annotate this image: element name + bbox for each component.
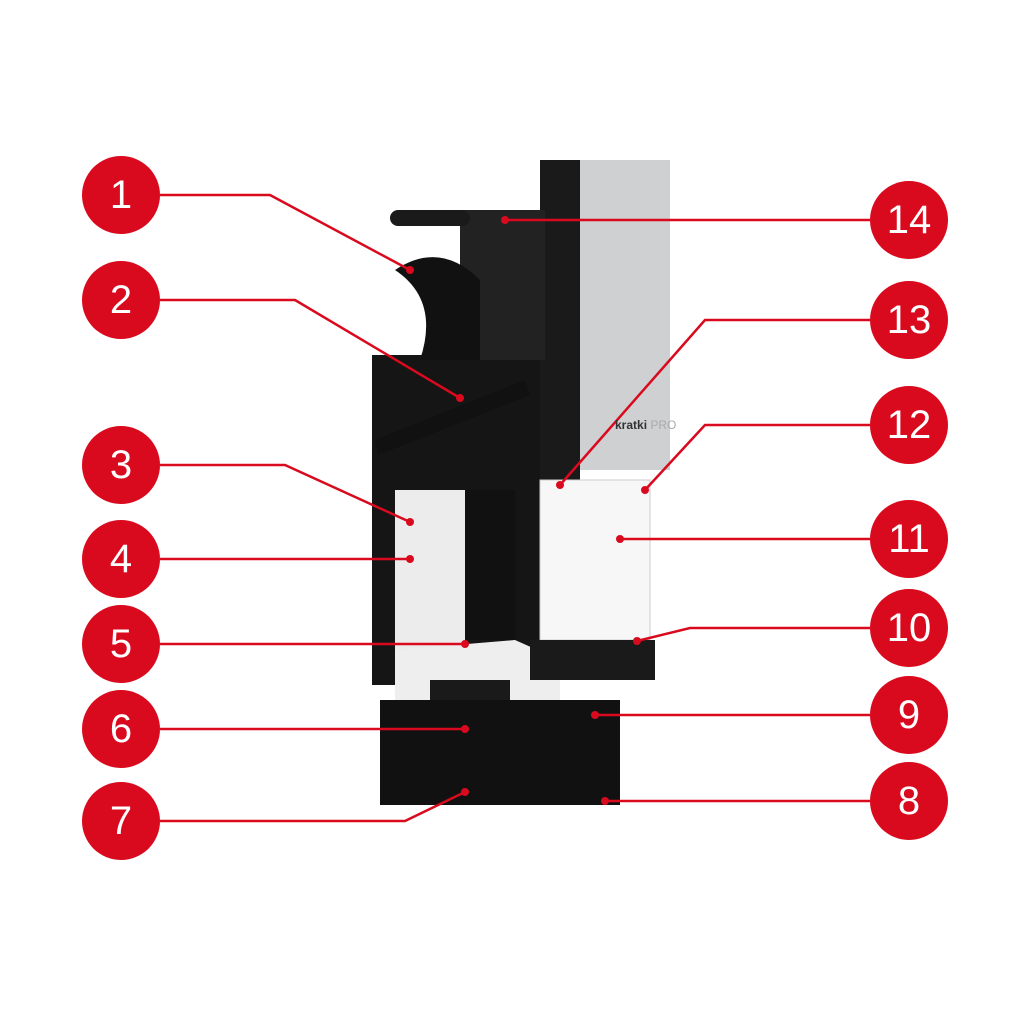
callout-8: 8: [870, 762, 948, 840]
brand-logo: kratki PRO: [615, 418, 677, 432]
callout-6: 6: [82, 690, 160, 768]
callout-2: 2: [82, 261, 160, 339]
callout-13: 13: [870, 281, 948, 359]
callout-9: 9: [870, 676, 948, 754]
callout-5: 5: [82, 605, 160, 683]
callout-11: 11: [870, 500, 948, 578]
callout-7: 7: [82, 782, 160, 860]
callout-4: 4: [82, 520, 160, 598]
callout-12: 12: [870, 386, 948, 464]
callout-10: 10: [870, 589, 948, 667]
callout-14: 14: [870, 181, 948, 259]
callout-1: 1: [82, 156, 160, 234]
callout-3: 3: [82, 426, 160, 504]
